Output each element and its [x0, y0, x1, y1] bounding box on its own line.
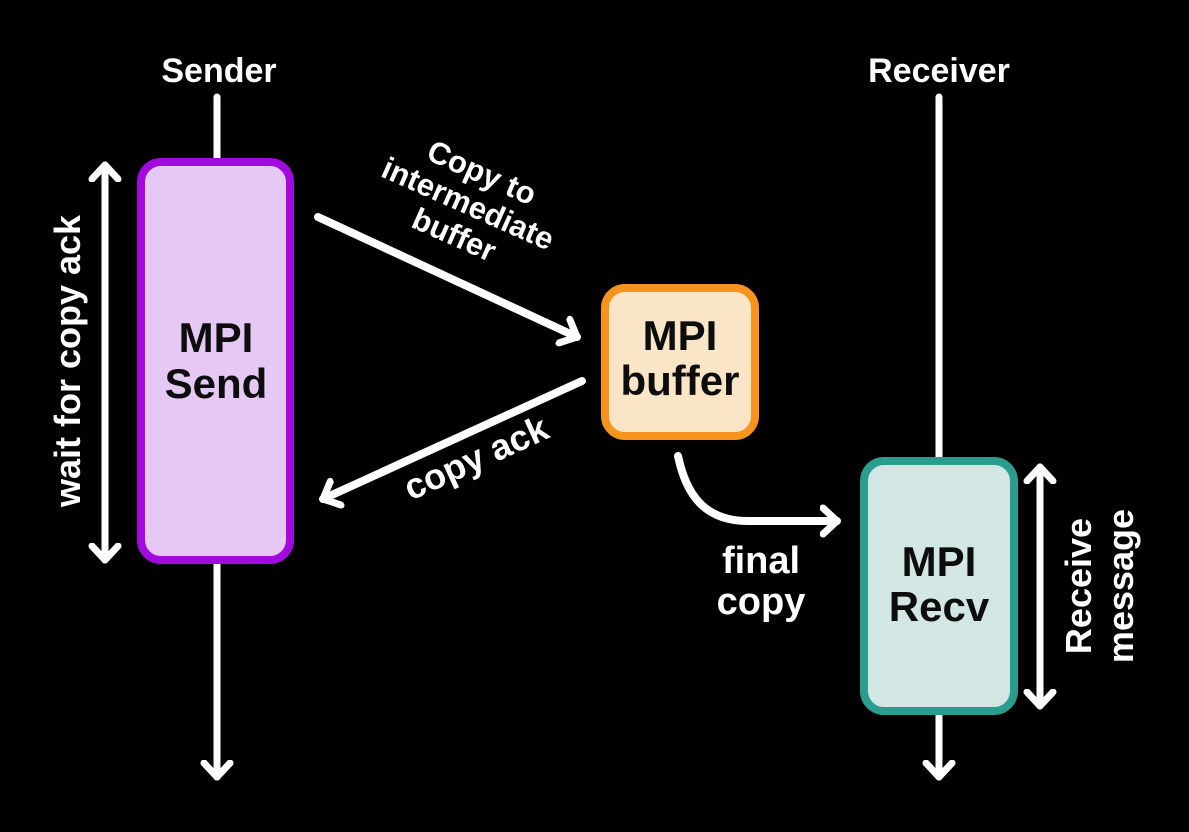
mpi-send-label-line2: Send	[165, 360, 268, 407]
sender-column-label: Sender	[161, 52, 276, 90]
receiver-column-label: Receiver	[868, 52, 1010, 90]
mpi-buffer-label-line2: buffer	[621, 357, 740, 404]
mpi-recv-label-line2: Recv	[889, 583, 990, 630]
copy-ack-arrow	[319, 377, 586, 499]
copy-to-buffer-arrow	[314, 213, 581, 337]
receive-message-label-line2: message	[1100, 509, 1141, 663]
final-copy-arrow	[674, 452, 841, 521]
mpi-send-box	[137, 158, 294, 564]
mpi-recv-box	[860, 457, 1018, 715]
final-copy-label-line2: copy	[717, 581, 806, 623]
final-copy-label-line1: final	[722, 540, 800, 582]
mpi-buffer-box	[601, 284, 759, 440]
wait-for-copy-ack-label: wait for copy ack	[47, 214, 88, 508]
mpi-send-label-line1: MPI	[179, 314, 254, 361]
receive-message-label: Receive message	[1058, 509, 1141, 663]
mpi-buffer-label-line1: MPI	[643, 312, 718, 359]
mpi-recv-label-line1: MPI	[902, 538, 977, 585]
receive-message-label-line1: Receive	[1058, 518, 1099, 654]
